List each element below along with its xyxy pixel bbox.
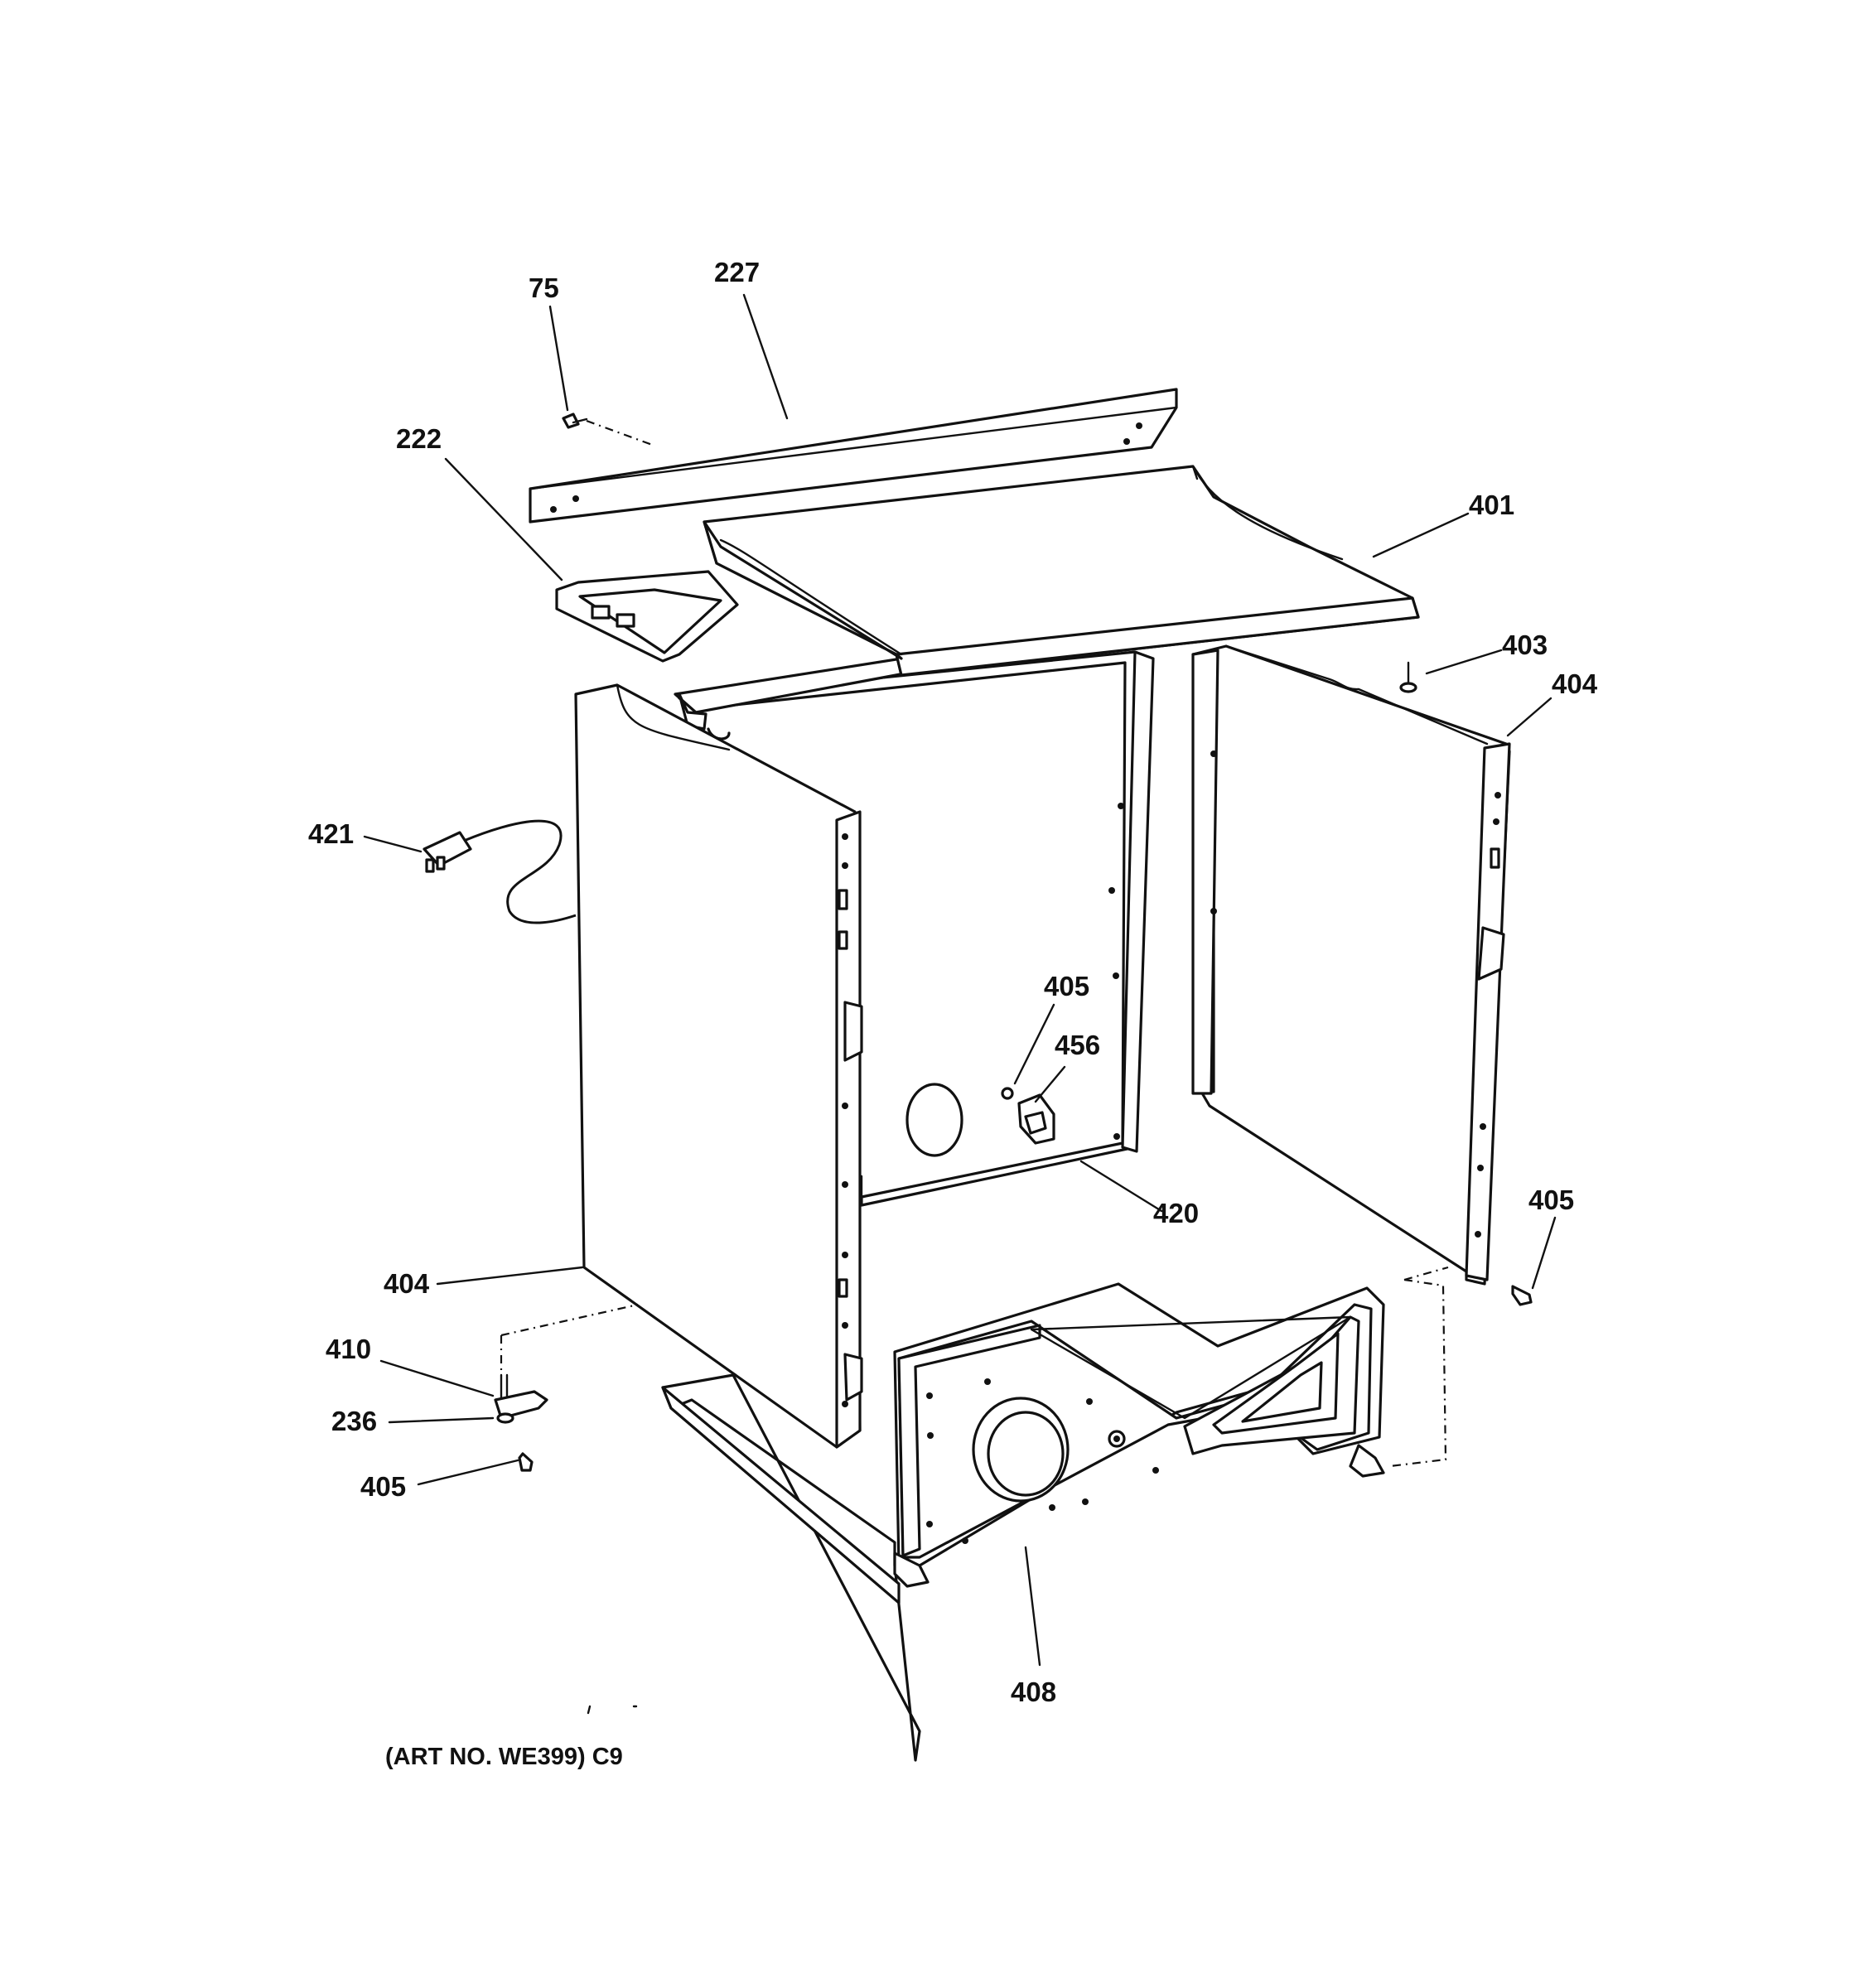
rear-panel-420 (678, 650, 1155, 1207)
leader-lines (363, 293, 1557, 1667)
callout-404-left: 404 (384, 1268, 430, 1299)
callout-405-left: 405 (360, 1471, 406, 1502)
base-frame-408 (661, 1282, 1385, 1762)
top-cover-401 (703, 465, 1420, 677)
callout-401: 401 (1469, 490, 1514, 520)
callout-labels: 75 227 222 401 403 404 421 405 456 420 4… (308, 257, 1598, 1707)
callout-236: 236 (331, 1406, 377, 1436)
left-side-panel-404 (574, 683, 863, 1449)
callout-75: 75 (529, 273, 559, 303)
power-cord-421 (423, 819, 577, 924)
stray-marks (587, 1705, 638, 1715)
callout-408: 408 (1011, 1677, 1056, 1707)
callout-403: 403 (1502, 630, 1548, 660)
leveling-leg-410 (494, 1373, 548, 1472)
callout-405-center: 405 (1044, 971, 1089, 1001)
callout-421: 421 (308, 818, 354, 849)
callout-420: 420 (1153, 1198, 1199, 1228)
right-side-panel-404 (1191, 644, 1511, 1286)
rail-227 (529, 388, 1178, 524)
callout-404-right: 404 (1552, 668, 1598, 699)
screw-403 (1399, 661, 1417, 693)
callout-456: 456 (1055, 1030, 1100, 1060)
callout-227: 227 (714, 257, 760, 287)
art-number: (ART NO. WE399) C9 (385, 1744, 623, 1770)
screw-405-right (1511, 1285, 1533, 1306)
callout-410: 410 (326, 1334, 371, 1364)
alignment-lines (500, 419, 1449, 1468)
callout-405-right: 405 (1528, 1185, 1574, 1215)
screw-75 (562, 413, 588, 429)
callout-222: 222 (396, 423, 442, 454)
bracket-222 (555, 570, 739, 663)
